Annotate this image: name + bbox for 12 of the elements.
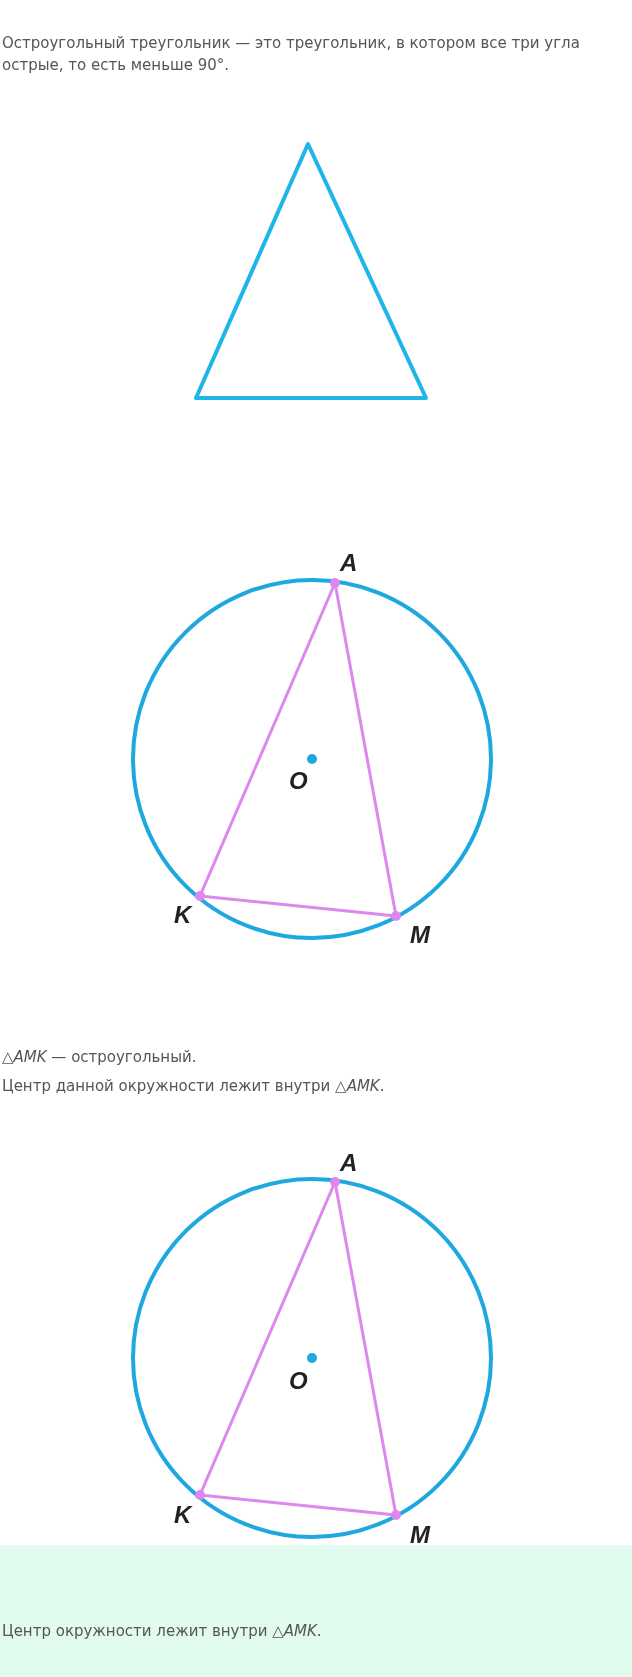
conclusion-text: Центр окружности лежит внутри △AMK. bbox=[2, 1621, 323, 1642]
definition-text: Остроугольный треугольник — это треугольник, в котором все три угла острые, то есть меньше 90°. bbox=[2, 33, 581, 76]
point-label: A bbox=[340, 1150, 358, 1176]
point-label: K bbox=[174, 902, 192, 928]
statement-text: Центр данной окружности лежит внутри △AMK. bbox=[2, 1076, 386, 1097]
statement-text: △AMK — остроугольный. bbox=[2, 1047, 198, 1068]
point-label: O bbox=[289, 768, 308, 794]
point-label: A bbox=[340, 550, 358, 576]
point-label: O bbox=[289, 1368, 308, 1394]
point-label: M bbox=[410, 1522, 430, 1548]
point-label: K bbox=[174, 1502, 192, 1528]
point-label: M bbox=[410, 922, 430, 948]
